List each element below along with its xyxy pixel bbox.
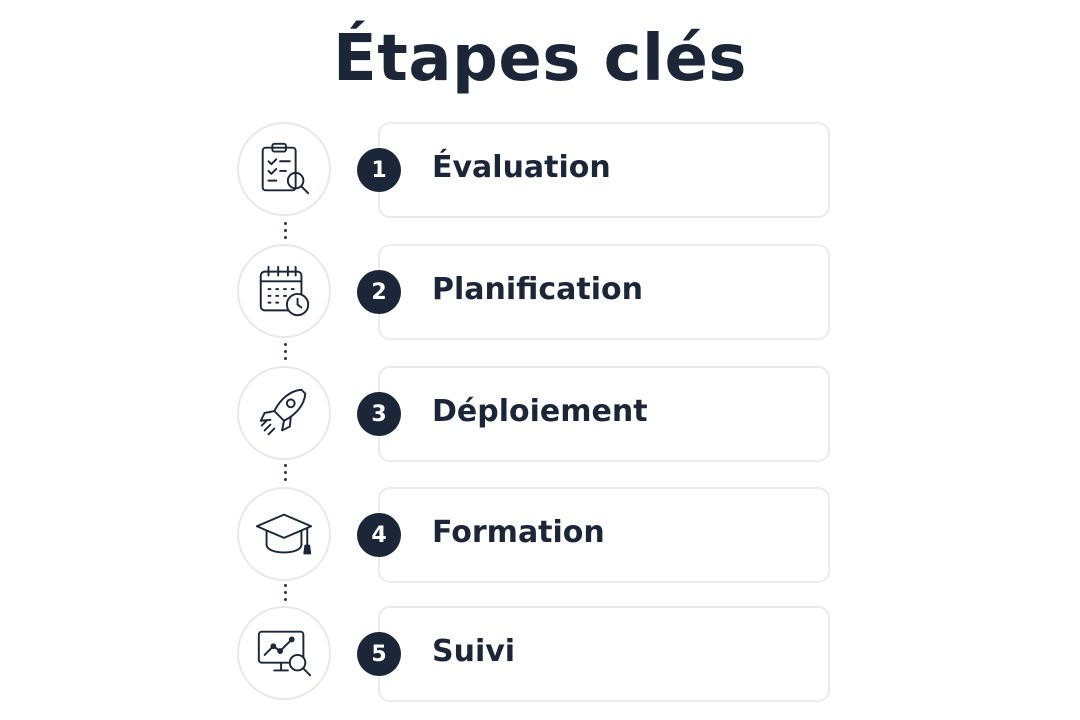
step-label: Déploiement [432,394,648,429]
icon-circle [237,366,331,460]
icon-circle [237,244,331,338]
icon-circle [237,487,331,581]
step-card[interactable] [378,487,830,583]
step-card[interactable] [378,122,830,218]
step-number-badge: 4 [357,513,401,557]
page-title: Étapes clés [333,22,747,96]
clipboard-search-icon [261,142,310,195]
step-item: 4 Formation [0,485,1080,585]
icon-circle [237,606,331,700]
step-label: Planification [432,272,644,307]
rocket-icon [259,388,307,436]
monitor-analytics-icon [257,630,312,677]
step-number-badge: 3 [357,392,401,436]
step-item: 3 Déploiement [0,364,1080,464]
step-item: 5 Suivi [0,604,1080,704]
icon-circle [237,122,331,216]
step-number-badge: 5 [357,632,401,676]
connector-dots [283,584,287,604]
step-label: Suivi [432,634,516,669]
step-label: Formation [432,515,605,550]
connector-dots [283,343,287,363]
step-label: Évaluation [432,150,611,185]
step-card[interactable] [378,244,830,340]
step-number-badge: 2 [357,270,401,314]
connector-dots [283,222,287,242]
step-number-badge: 1 [357,148,401,192]
connector-dots [283,464,287,484]
step-card[interactable] [378,606,830,702]
graduation-cap-icon [255,513,313,555]
step-item: 2 Planification [0,242,1080,342]
calendar-clock-icon [259,265,310,317]
step-item: 1 Évaluation [0,120,1080,220]
